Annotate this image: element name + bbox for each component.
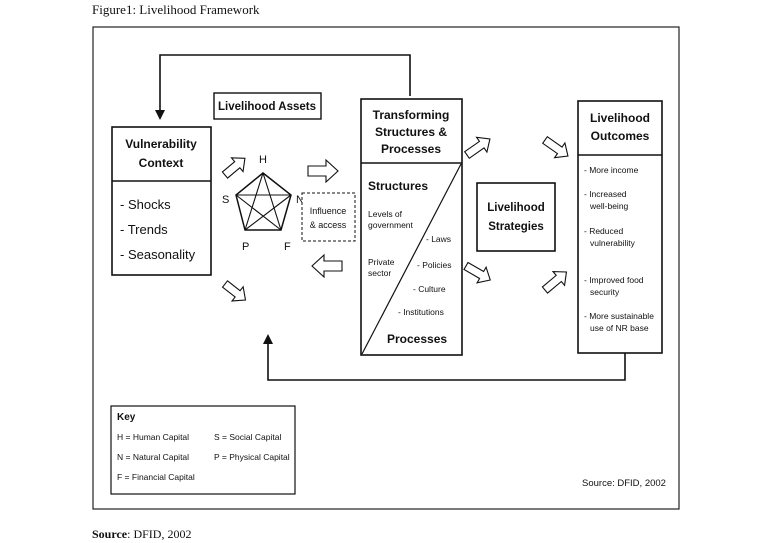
asset-label-n: N xyxy=(296,194,304,206)
key-social: S = Social Capital xyxy=(214,432,281,442)
asset-label-f: F xyxy=(284,241,291,253)
transforming-title-3: Processes xyxy=(381,142,441,156)
key-financial: F = Financial Capital xyxy=(117,472,195,482)
outcome-wellbeing-1: - Increased xyxy=(584,189,627,199)
arrow-strategies-to-outcomes xyxy=(541,270,568,294)
outcome-vulnerability-1: - Reduced xyxy=(584,226,623,236)
outcomes-title-1: Livelihood xyxy=(590,111,650,125)
arrow-vuln-to-assets xyxy=(221,157,246,179)
inner-source: Source: DFID, 2002 xyxy=(582,478,666,489)
strategies-title-2: Strategies xyxy=(488,221,544,233)
transforming-title-1: Transforming xyxy=(373,108,450,122)
outcome-food-2: security xyxy=(590,287,620,297)
arrow-structures-to-assets xyxy=(311,253,343,279)
vulnerability-item-trends: - Trends xyxy=(120,222,168,237)
structures-label: Structures xyxy=(368,179,428,193)
influence-line-1: Influence xyxy=(310,206,347,216)
strategies-title-1: Livelihood xyxy=(487,202,545,214)
vulnerability-title-1: Vulnerability xyxy=(125,137,197,151)
source-caption: Source: DFID, 2002 xyxy=(92,527,191,542)
feedback-arrow-bottom xyxy=(263,334,626,381)
left-item-private-1: Private xyxy=(368,257,395,267)
arrow-assets-to-structures xyxy=(307,158,339,184)
livelihood-strategies-box: Livelihood Strategies xyxy=(476,182,556,252)
livelihood-assets-title-box: Livelihood Assets xyxy=(213,92,322,120)
transforming-structures-box: Transforming Structures & Processes Stru… xyxy=(360,98,463,356)
transforming-title-2: Structures & xyxy=(375,125,447,139)
livelihood-assets-title: Livelihood Assets xyxy=(218,101,316,113)
vulnerability-item-seasonality: - Seasonality xyxy=(120,247,196,262)
right-item-institutions: - Institutions xyxy=(398,307,444,317)
arrow-structures-to-strategies xyxy=(463,261,491,284)
arrow-to-outcomes-top xyxy=(541,135,569,159)
right-item-policies: - Policies xyxy=(417,260,451,270)
vulnerability-context-box: Vulnerability Context - Shocks - Trends … xyxy=(111,126,212,276)
processes-label: Processes xyxy=(387,332,447,346)
arrow-vuln-to-outcome xyxy=(221,280,247,302)
influence-access-box: Influence & access xyxy=(301,192,356,242)
right-item-laws: - Laws xyxy=(426,234,451,244)
source-text: : DFID, 2002 xyxy=(127,527,192,541)
source-label: Source xyxy=(92,527,128,541)
asset-label-s: S xyxy=(222,194,229,206)
asset-label-h: H xyxy=(259,154,267,166)
key-physical: P = Physical Capital xyxy=(214,452,290,462)
vulnerability-item-shocks: - Shocks xyxy=(120,197,171,212)
key-natural: N = Natural Capital xyxy=(117,452,189,462)
outcomes-title-2: Outcomes xyxy=(591,129,650,143)
outcome-sustainable-1: - More sustainable xyxy=(584,311,654,321)
livelihood-outcomes-box: Livelihood Outcomes - More income - Incr… xyxy=(577,100,663,354)
left-item-levels-2: government xyxy=(368,220,414,230)
arrow-structures-up xyxy=(463,136,491,160)
outer-frame xyxy=(92,26,680,510)
vulnerability-title-2: Context xyxy=(139,156,184,170)
asset-label-p: P xyxy=(242,241,249,253)
key-human: H = Human Capital xyxy=(117,432,189,442)
influence-line-2: & access xyxy=(310,220,347,230)
left-item-private-2: sector xyxy=(368,268,391,278)
asset-pentagon xyxy=(235,172,292,231)
outcome-food-1: - Improved food xyxy=(584,275,644,285)
right-item-culture: - Culture xyxy=(413,284,446,294)
outcome-vulnerability-2: vulnerability xyxy=(590,238,636,248)
outcome-sustainable-2: use of NR base xyxy=(590,323,649,333)
left-item-levels-1: Levels of xyxy=(368,209,403,219)
key-title: Key xyxy=(117,412,136,423)
key-box: Key H = Human Capital N = Natural Capita… xyxy=(110,405,296,495)
outcome-wellbeing-2: well-being xyxy=(589,201,629,211)
figure-title: Figure1: Livelihood Framework xyxy=(92,2,260,17)
feedback-arrow-top xyxy=(155,54,411,120)
outcome-income: - More income xyxy=(584,165,639,175)
